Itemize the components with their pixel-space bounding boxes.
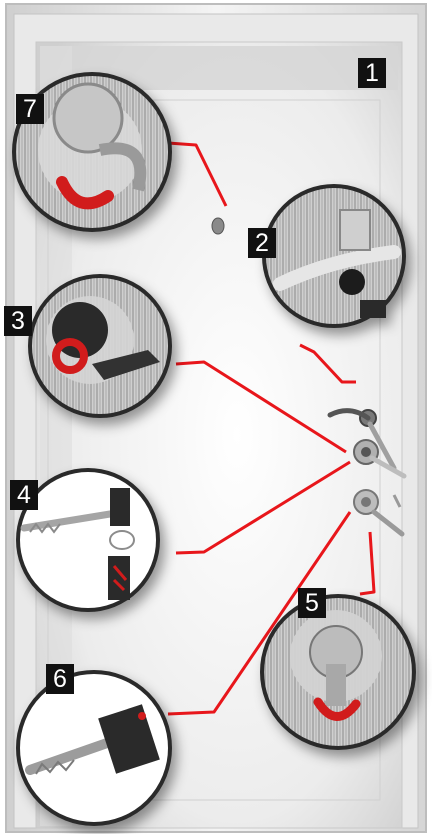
callout-badge-7: 7 (16, 94, 44, 124)
detail-photo-5 (262, 596, 414, 748)
detail-photo-4 (18, 470, 158, 610)
peephole-marker (212, 218, 224, 234)
callout-badge-1: 1 (358, 58, 386, 88)
callout-badge-6: 6 (46, 664, 74, 694)
detail-photo-3 (30, 276, 170, 416)
callout-badge-5: 5 (298, 588, 326, 618)
callout-badge-4: 4 (10, 480, 38, 510)
callout-badge-3: 3 (4, 306, 32, 336)
callout-badge-2: 2 (248, 228, 276, 258)
detail-photo-6 (18, 672, 170, 824)
detail-photo-2 (264, 186, 404, 326)
